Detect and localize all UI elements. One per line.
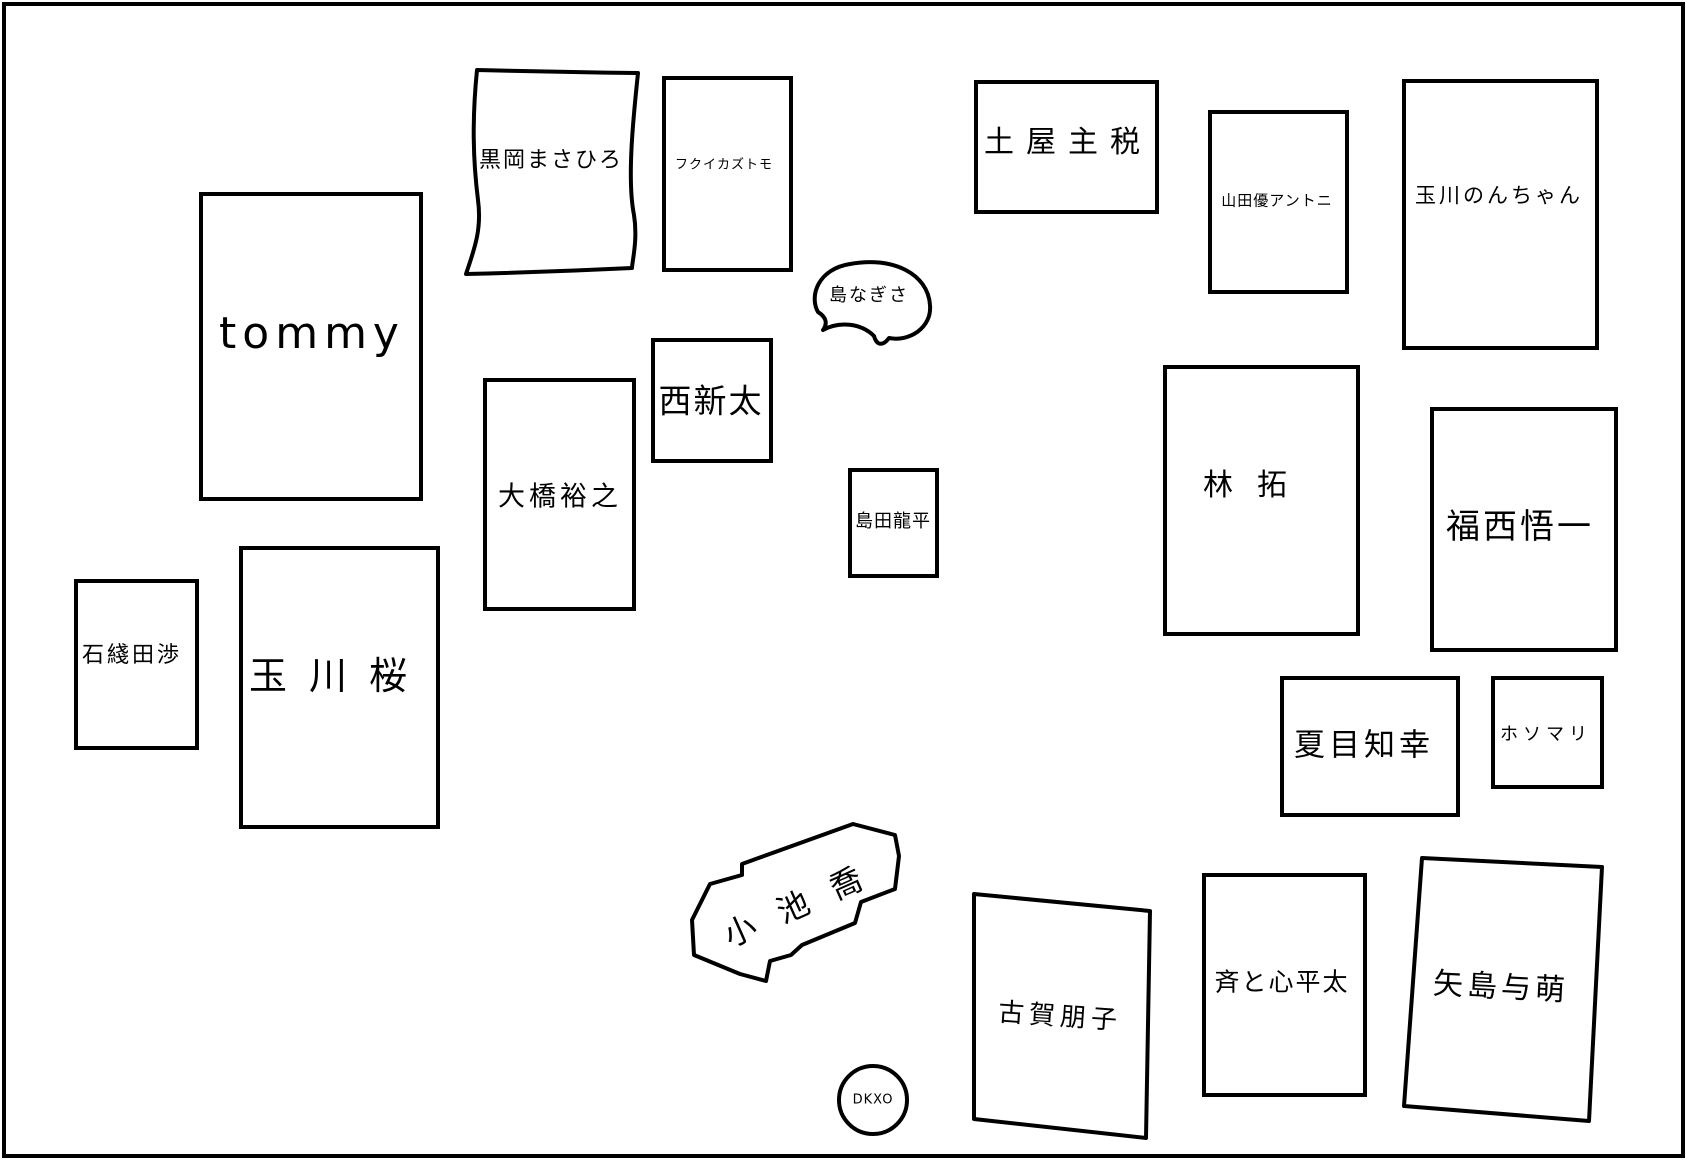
name-card-tamagawa-sakura: 玉川桜 [239, 546, 440, 829]
card-label: ホソマリ [1500, 724, 1592, 745]
name-card-hosomari: ホソマリ [1491, 676, 1604, 789]
card-label: tommy [219, 308, 405, 359]
tilted-card-koga [972, 892, 1152, 1140]
card-label: 玉川のんちゃん [1415, 183, 1583, 208]
name-card-ishi: 石綫田渉 [74, 579, 199, 750]
card-label: 山田優アントニ [1221, 191, 1333, 210]
card-label: 玉川桜 [248, 654, 430, 698]
card-label: 大橋裕之 [498, 481, 622, 513]
name-card-fukui: フクイカズトモ [662, 76, 793, 272]
truck-shape-koike [690, 822, 901, 983]
card-label: 夏目知幸 [1294, 727, 1434, 764]
name-card-tsuchiya: 土屋主税 [974, 80, 1159, 214]
name-card-tommy: tommy [199, 192, 423, 501]
wavy-card-kurooka [464, 68, 640, 276]
name-card-fukunishi: 福西悟一 [1430, 407, 1618, 652]
name-card-natsume: 夏目知幸 [1280, 676, 1460, 817]
wavy-card-label: 黒岡まさひろ [478, 148, 624, 173]
card-label: 西新太 [658, 381, 764, 421]
name-card-tamagawa-non: 玉川のんちゃん [1402, 79, 1599, 350]
circle-label: DKXO [852, 1092, 894, 1108]
card-label: 福西悟一 [1446, 507, 1594, 547]
name-card-ohashi: 大橋裕之 [483, 378, 636, 611]
speech-bubble-nagisa [812, 260, 933, 346]
card-label: フクイカズトモ [674, 157, 774, 173]
tilted-card-yajima [1402, 856, 1604, 1123]
card-label: 島田龍平 [855, 511, 931, 532]
speech-bubble-label: 島なぎさ [829, 285, 909, 306]
name-card-hayashi: 林拓 [1163, 365, 1360, 636]
name-card-nishi: 西新太 [651, 338, 773, 463]
name-card-yamada: 山田優アントニ [1208, 110, 1349, 294]
card-label: 石綫田渉 [81, 643, 183, 668]
name-card-shimada: 島田龍平 [848, 468, 939, 578]
name-card-sai: 斉と心平太 [1202, 873, 1367, 1097]
card-label: 林拓 [1203, 468, 1311, 503]
card-label: 斉と心平太 [1214, 967, 1350, 997]
circle-dkxo [837, 1064, 909, 1136]
tilted-card-yajima-label: 矢島与萌 [1432, 966, 1570, 1009]
card-label: 土屋主税 [984, 125, 1152, 160]
